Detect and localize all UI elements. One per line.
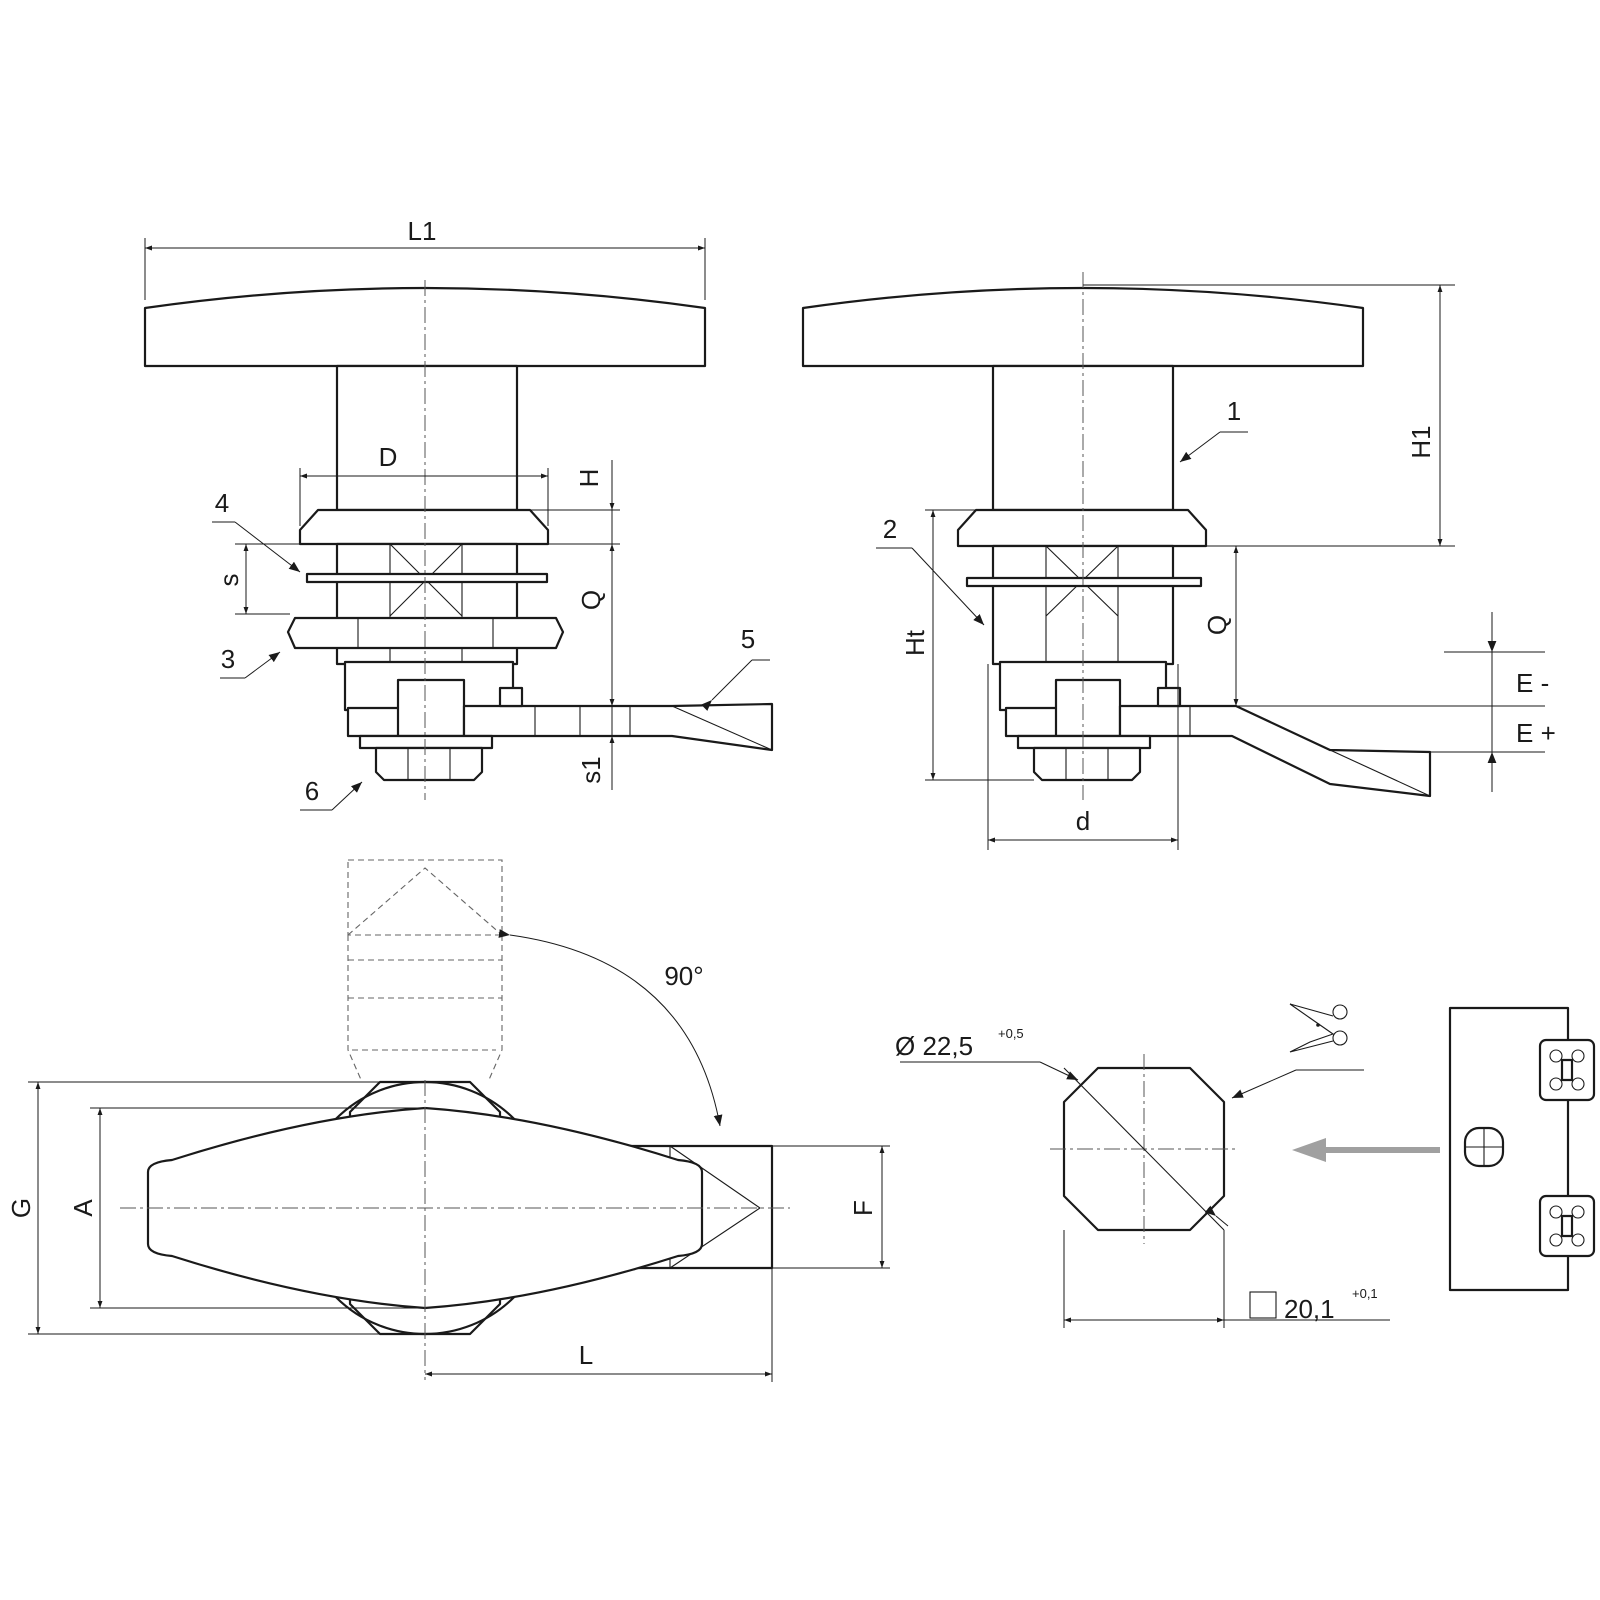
side-view-left xyxy=(143,280,774,800)
dim-label-H: H xyxy=(574,469,604,488)
side-view-left-dimensions: L1 D H Q s1 s xyxy=(144,216,706,790)
handle-shank xyxy=(335,364,519,512)
dim-label-H1: H1 xyxy=(1406,425,1436,458)
collar xyxy=(956,508,1208,548)
callout-2: 2 xyxy=(883,514,897,544)
side-view-left-callouts: 4 3 5 6 xyxy=(212,488,770,811)
dim-label-F: F xyxy=(848,1200,878,1216)
side-view-right-callouts: 1 2 xyxy=(876,396,1248,626)
dim-label-d: d xyxy=(1076,806,1090,836)
cutout-square-tolerance: +0,1 xyxy=(1352,1286,1378,1301)
top-view-dimensions: G A F L xyxy=(6,1081,890,1382)
bolt xyxy=(374,746,484,782)
callout-6: 6 xyxy=(305,776,319,806)
dim-label-D: D xyxy=(379,442,398,472)
lever-rotated-phantom xyxy=(347,859,503,1083)
panel-hinge-bottom xyxy=(1538,1194,1596,1258)
square-symbol-icon xyxy=(1249,1291,1277,1319)
panel-hinge-top xyxy=(1538,1038,1596,1102)
dim-label-G: G xyxy=(6,1198,36,1218)
angle-label: 90° xyxy=(664,961,703,991)
cutout-square-size: 20,1 xyxy=(1284,1294,1335,1324)
dim-label-A: A xyxy=(68,1199,98,1217)
cam-lever-offset xyxy=(1118,704,1432,798)
dim-label-E-minus: E - xyxy=(1516,668,1549,698)
callout-4: 4 xyxy=(215,488,229,518)
washer xyxy=(305,572,549,584)
cam-lever xyxy=(462,702,774,752)
dim-label-Q-right: Q xyxy=(1202,615,1232,635)
side-view-right xyxy=(801,272,1432,800)
rotation-indicator: 90° xyxy=(498,929,723,1127)
dim-label-Ht: Ht xyxy=(900,629,930,656)
callout-5: 5 xyxy=(741,624,755,654)
dim-label-L: L xyxy=(579,1340,593,1370)
collar xyxy=(298,508,550,546)
bolt xyxy=(1032,746,1142,782)
callout-3: 3 xyxy=(221,644,235,674)
cutout-view: Ø 22,5 +0,5 20,1 +0,1 xyxy=(895,1003,1596,1328)
dim-label-s: s xyxy=(214,574,244,587)
callout-1: 1 xyxy=(1227,396,1241,426)
dim-label-s1: s1 xyxy=(576,756,606,783)
dim-label-E-plus: E + xyxy=(1516,718,1556,748)
scissors-icon xyxy=(1289,1003,1348,1053)
cutout-diameter: Ø 22,5 xyxy=(895,1031,973,1061)
top-view xyxy=(120,859,790,1380)
dim-label-L1: L1 xyxy=(408,216,437,246)
side-view-right-dimensions: H1 Ht Q d E - E + xyxy=(900,284,1556,850)
washer xyxy=(965,576,1203,588)
cutout-diameter-tolerance: +0,5 xyxy=(998,1026,1024,1041)
dim-label-Q: Q xyxy=(576,590,606,610)
